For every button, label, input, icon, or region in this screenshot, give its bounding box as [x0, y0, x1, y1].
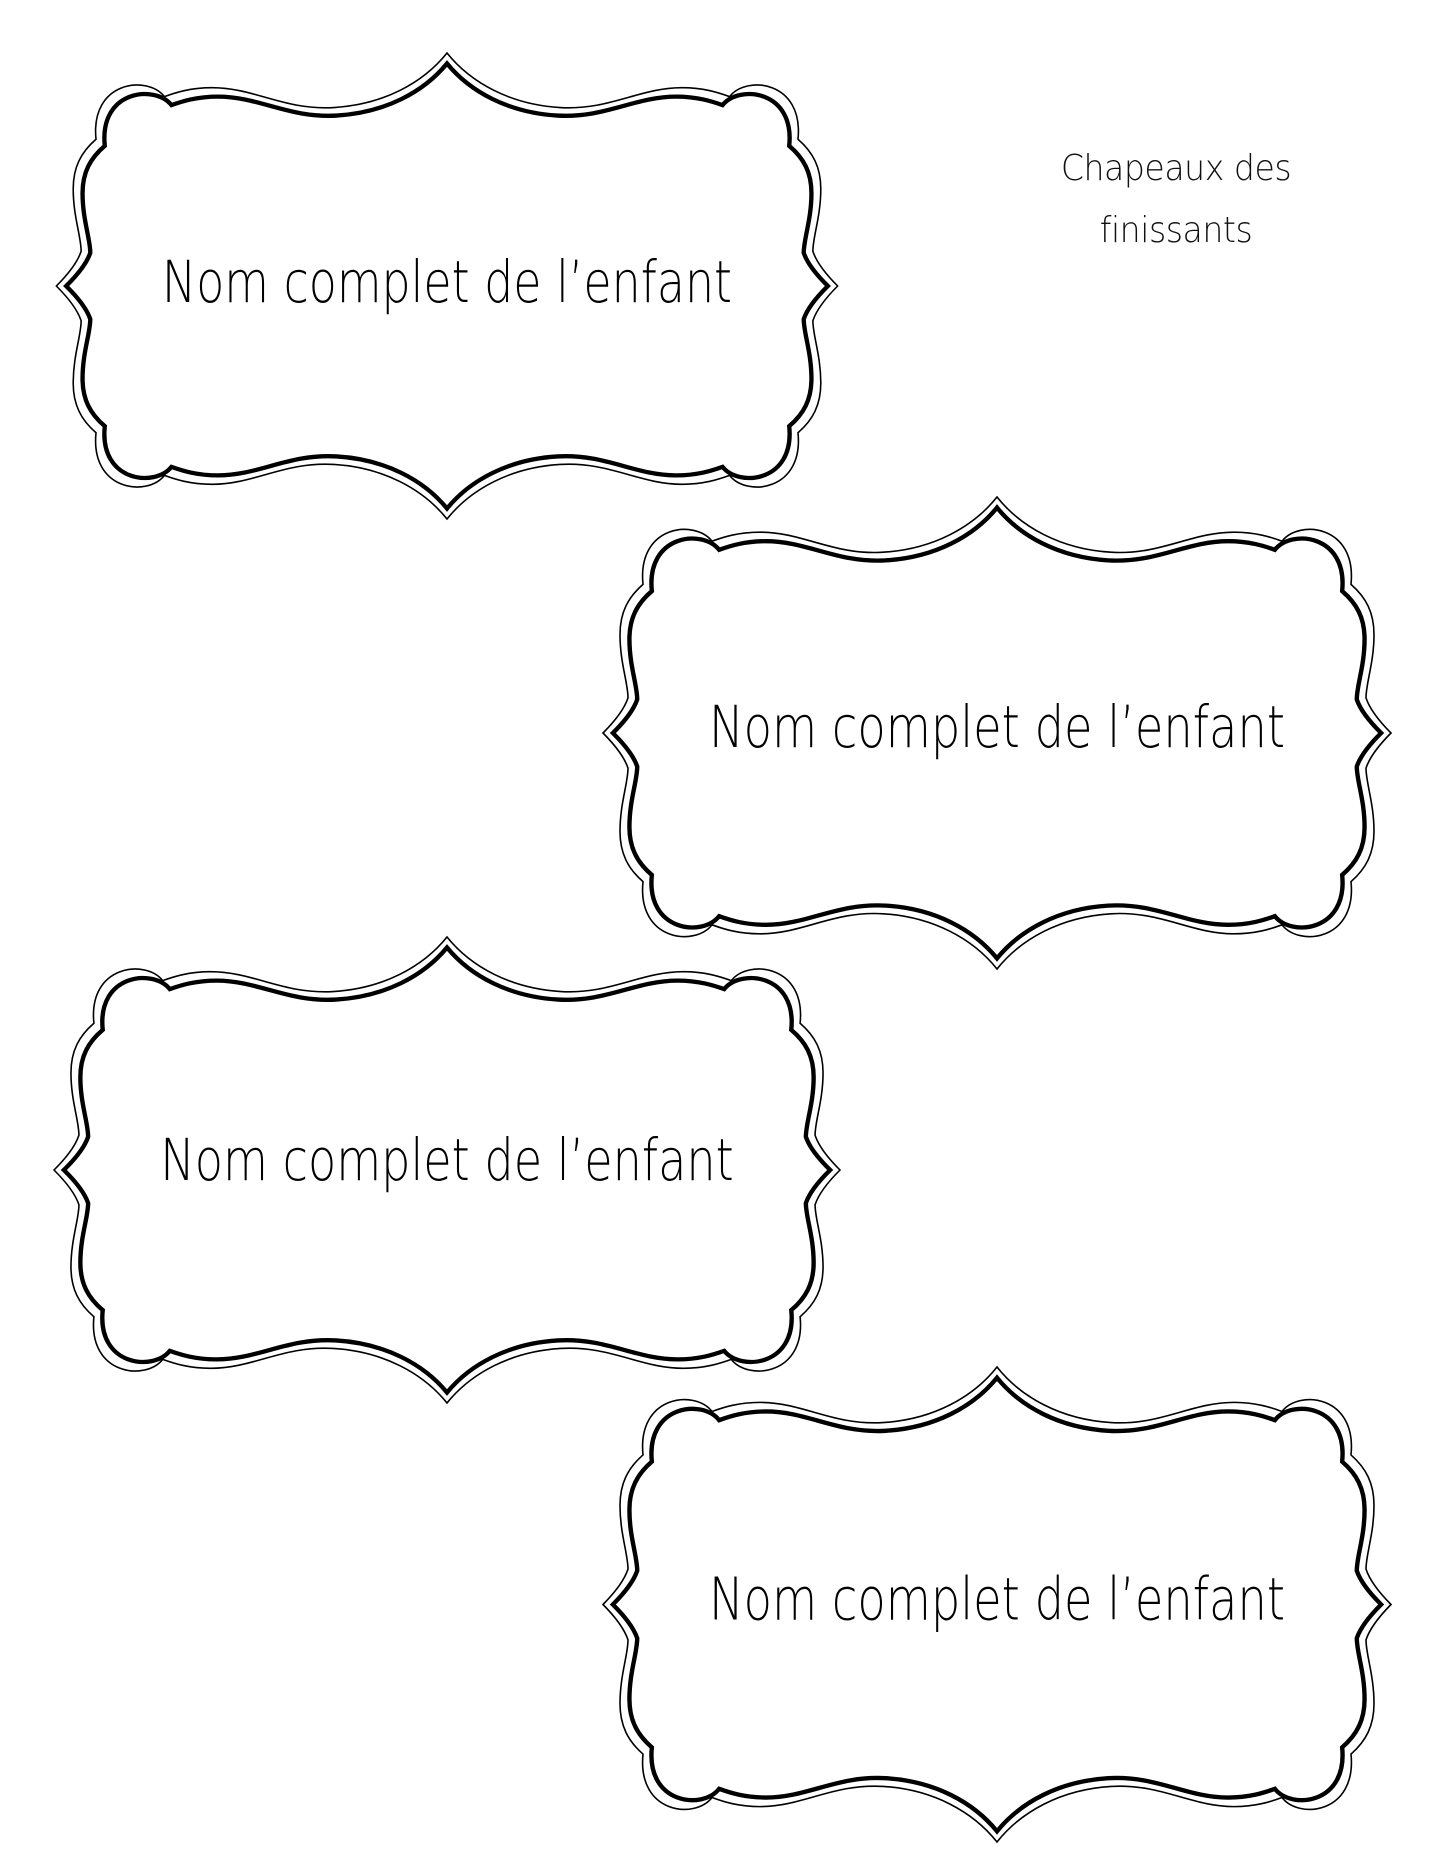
child-full-name-placeholder: Nom complet de l’enfant	[162, 249, 732, 316]
name-label-card: Nom complet de l’enfant	[602, 496, 1392, 970]
title-line-2: finissants	[1099, 210, 1253, 251]
name-label-card: Nom complet de l’enfant	[53, 52, 841, 520]
name-label-card: Nom complet de l’enfant	[602, 1366, 1392, 1843]
child-full-name-placeholder: Nom complet de l’enfant	[709, 693, 1285, 761]
decorative-bracket-frame-icon: Nom complet de l’enfant	[55, 52, 839, 520]
title-line-1: Chapeaux des	[1060, 148, 1292, 189]
child-full-name-placeholder: Nom complet de l’enfant	[709, 1565, 1285, 1633]
decorative-bracket-frame-icon: Nom complet de l’enfant	[53, 936, 841, 1404]
decorative-bracket-frame-icon: Nom complet de l’enfant	[602, 496, 1392, 970]
child-full-name-placeholder: Nom complet de l’enfant	[160, 1126, 734, 1194]
decorative-bracket-frame-icon: Nom complet de l’enfant	[602, 1366, 1392, 1843]
document-title: Chapeaux des finissants	[1000, 138, 1352, 262]
name-label-card: Nom complet de l’enfant	[53, 936, 841, 1404]
